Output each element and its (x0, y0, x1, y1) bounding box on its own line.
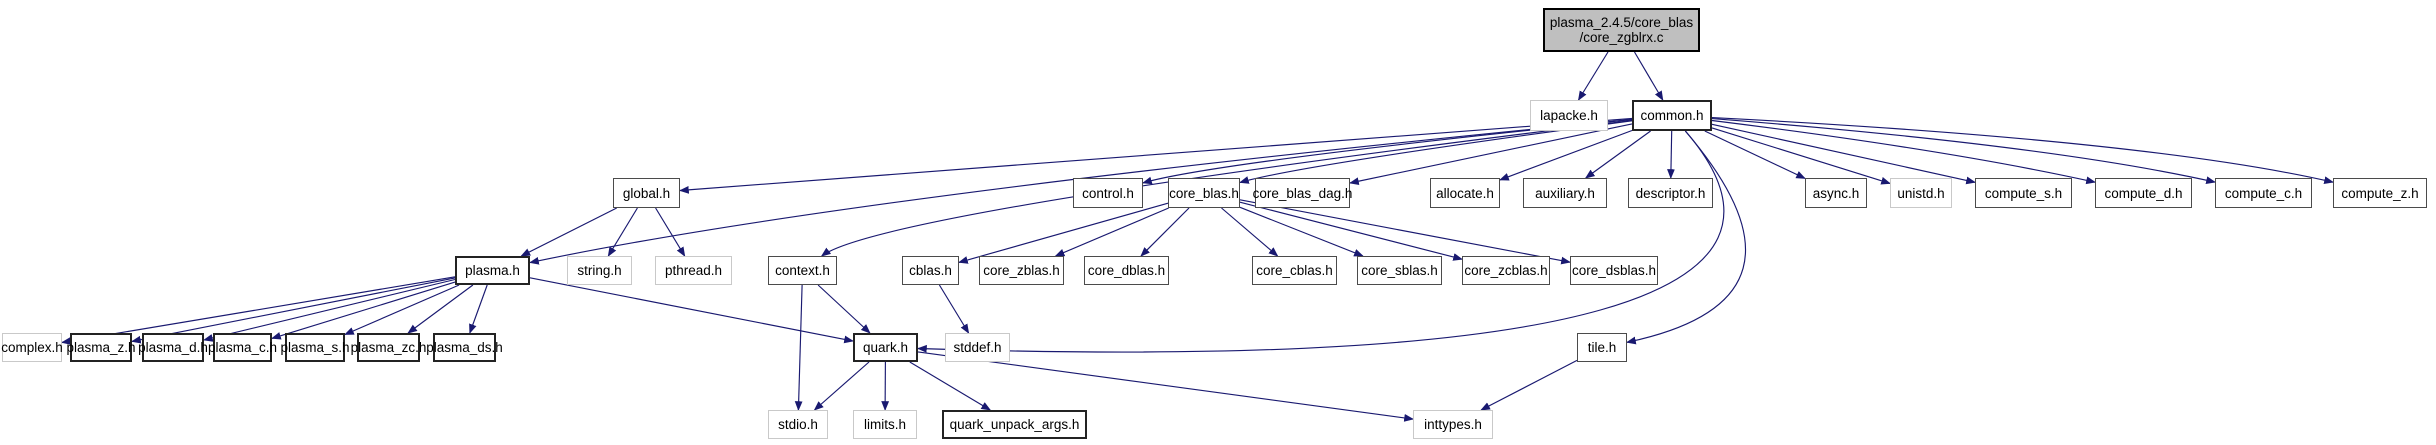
edge-common-to-core_blas (1239, 120, 1633, 184)
node-plasma-s-h[interactable]: plasma_s.h (280, 333, 350, 362)
edge-plasma-to-complex (61, 276, 456, 345)
edge-common-to-control (1142, 119, 1633, 185)
edge-global-to-string (607, 207, 638, 257)
node-common-h[interactable]: common.h (1632, 100, 1712, 131)
node-unistd-h: unistd.h (1890, 178, 1952, 208)
node-compute-c-h[interactable]: compute_c.h (2215, 178, 2312, 208)
edge-common-to-compute_s (1711, 123, 1976, 185)
edge-plasma-to-plasma_s (344, 284, 460, 336)
node-global-h[interactable]: global.h (613, 178, 680, 208)
edge-common-to-global (679, 117, 1633, 194)
node-allocate-h[interactable]: allocate.h (1430, 178, 1500, 208)
node-lapacke-h: lapacke.h (1530, 100, 1608, 131)
edge-common-to-plasma (529, 118, 1633, 265)
edge-common-to-unistd (1711, 127, 1891, 185)
edge-plasma-to-plasma_z (131, 277, 456, 344)
node-compute-z-h[interactable]: compute_z.h (2333, 178, 2427, 208)
node-core-cblas-h[interactable]: core_cblas.h (1252, 256, 1337, 285)
edge-global-to-pthread (655, 207, 686, 257)
edge-plasma-to-plasma_d (203, 278, 456, 342)
node-control-h[interactable]: control.h (1073, 178, 1143, 208)
edge-quark-to-inttypes (917, 351, 1414, 422)
edge-context-to-stdio (794, 284, 803, 411)
node-stdio-h: stdio.h (768, 410, 828, 439)
edge-common-to-async (1704, 130, 1806, 179)
node-plasma-c-h[interactable]: plasma_c.h (208, 333, 277, 362)
edge-tile-to-inttypes (1480, 359, 1578, 411)
node-pthread-h: pthread.h (655, 256, 732, 285)
node-plasma-2-4-5-core-blas-core-zgblrx-c: plasma_2.4.5/core_blas /core_zgblrx.c (1543, 8, 1700, 52)
node-async-h[interactable]: async.h (1805, 178, 1867, 208)
edge-common-to-tile (1626, 130, 1747, 345)
edge-core_blas-to-core_dsblas (1239, 199, 1571, 265)
edge-common-to-quark (917, 130, 1725, 353)
edge-common-to-compute_d (1711, 119, 2096, 185)
node-quark-h[interactable]: quark.h (853, 333, 918, 362)
node-inttypes-h: inttypes.h (1413, 410, 1493, 439)
edge-common-to-allocate (1499, 129, 1633, 181)
edge-plasma-to-quark (529, 277, 854, 344)
edge-plasma-to-plasma_ds (469, 284, 488, 334)
node-plasma-h[interactable]: plasma.h (455, 256, 530, 285)
node-quark-unpack-args-h[interactable]: quark_unpack_args.h (942, 410, 1087, 439)
node-compute-d-h[interactable]: compute_d.h (2095, 178, 2192, 208)
edge-common-to-compute_c (1711, 118, 2216, 184)
node-core-zcblas-h[interactable]: core_zcblas.h (1462, 256, 1550, 285)
edge-global-to-plasma (520, 207, 617, 257)
node-plasma-z-h[interactable]: plasma_z.h (66, 333, 136, 362)
node-tile-h[interactable]: tile.h (1577, 333, 1627, 362)
edge-core_blas-to-core_cblas (1221, 207, 1279, 257)
edge-root-to-common (1634, 51, 1664, 101)
node-string-h: string.h (567, 256, 632, 285)
edge-core_blas-to-cblas (958, 202, 1169, 264)
edge-core_blas-to-core_dblas (1140, 207, 1190, 257)
node-cblas-h[interactable]: cblas.h (902, 256, 959, 285)
edge-quark-to-quark_unpack (909, 361, 992, 411)
edge-common-to-core_blas_dag (1349, 123, 1633, 186)
edge-quark-to-stdio (813, 361, 870, 411)
node-compute-s-h[interactable]: compute_s.h (1975, 178, 2072, 208)
edge-plasma-to-plasma_zc (407, 284, 474, 334)
node-plasma-ds-h[interactable]: plasma_ds.h (426, 333, 503, 362)
node-context-h[interactable]: context.h (768, 256, 837, 285)
node-auxiliary-h[interactable]: auxiliary.h (1523, 178, 1607, 208)
node-core-blas-h[interactable]: core_blas.h (1168, 178, 1240, 208)
node-limits-h: limits.h (853, 410, 917, 439)
node-core-sblas-h[interactable]: core_sblas.h (1357, 256, 1442, 285)
node-plasma-d-h[interactable]: plasma_d.h (138, 333, 208, 362)
node-core-blas-dag-h[interactable]: core_blas_dag.h (1253, 178, 1352, 208)
node-descriptor-h[interactable]: descriptor.h (1628, 178, 1713, 208)
node-core-zblas-h[interactable]: core_zblas.h (979, 256, 1064, 285)
edge-core_blas-to-core_zcblas (1239, 201, 1463, 261)
node-core-dblas-h[interactable]: core_dblas.h (1084, 256, 1169, 285)
node-core-dsblas-h[interactable]: core_dsblas.h (1570, 256, 1658, 285)
edge-common-to-descriptor (1667, 130, 1675, 179)
edge-common-to-compute_z (1711, 117, 2334, 185)
edge-root-to-lapacke (1577, 51, 1609, 101)
edge-core_blas-to-core_zblas (1054, 207, 1169, 257)
edge-common-to-context (820, 119, 1633, 257)
edge-common-to-auxiliary (1584, 130, 1651, 179)
edge-context-to-quark (817, 284, 871, 334)
node-complex-h: complex.h (1, 333, 63, 362)
node-plasma-zc-h[interactable]: plasma_zc.h (351, 333, 426, 362)
edge-core_blas-to-core_sblas (1239, 206, 1364, 257)
node-stddef-h: stddef.h (945, 333, 1010, 362)
edge-cblas-to-stddef (938, 284, 970, 334)
edge-plasma-to-plasma_c (271, 281, 456, 340)
